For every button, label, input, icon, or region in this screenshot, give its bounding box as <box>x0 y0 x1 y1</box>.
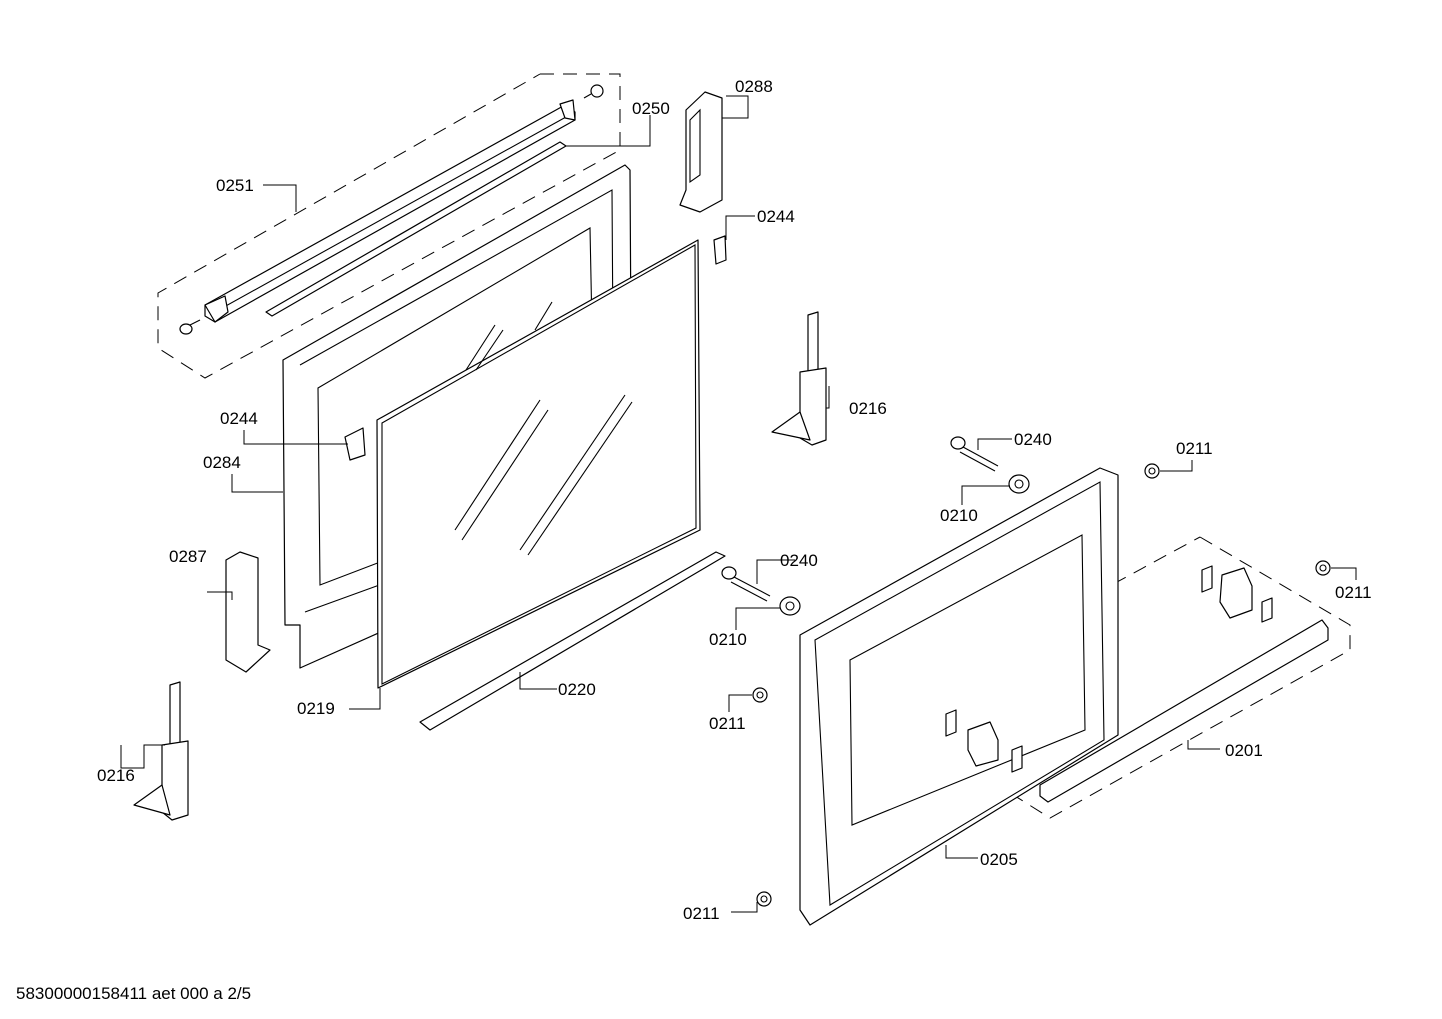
nut-2 <box>1315 560 1331 576</box>
screw-icon <box>179 319 201 335</box>
label-0284: 0284 <box>203 453 241 472</box>
label-0250: 0250 <box>632 99 670 118</box>
outer-door-frame <box>799 467 1119 926</box>
side-bracket-top <box>679 91 723 213</box>
dashed-assembly-outline-top <box>157 73 621 379</box>
nut-4 <box>756 891 772 907</box>
bottom-seal-strip <box>419 551 726 731</box>
label-0205: 0205 <box>980 850 1018 869</box>
label-0220: 0220 <box>558 680 596 699</box>
label-0219: 0219 <box>297 699 335 718</box>
screw-icon-top <box>583 84 604 99</box>
label-0251: 0251 <box>216 176 254 195</box>
spacer-lower <box>779 596 801 616</box>
label-0244-right: 0244 <box>757 207 795 226</box>
label-0211-top: 0211 <box>1176 439 1213 458</box>
label-0244-left: 0244 <box>220 409 258 428</box>
label-0240-upper: 0240 <box>1014 430 1052 449</box>
drawing-reference-footer: 58300000158411 aet 000 a 2/5 <box>16 984 251 1003</box>
label-0216-right: 0216 <box>849 399 887 418</box>
label-0210-upper: 0210 <box>940 506 978 525</box>
label-0288: 0288 <box>735 77 773 96</box>
glass-clip-left <box>344 427 366 461</box>
spacer-upper <box>1008 474 1030 494</box>
door-handle-bar <box>945 565 1329 803</box>
label-0201: 0201 <box>1225 741 1263 760</box>
label-0240-lower: 0240 <box>780 551 818 570</box>
top-trim-strip <box>204 99 576 323</box>
bolt-lower <box>721 566 771 602</box>
label-0216-left: 0216 <box>97 766 135 785</box>
label-0210-lower: 0210 <box>709 630 747 649</box>
label-0211-middle: 0211 <box>709 714 746 733</box>
hinge-left <box>133 681 189 821</box>
glass-clip-right <box>713 235 727 265</box>
bolt-upper <box>950 436 999 472</box>
hinge-right <box>771 311 827 446</box>
side-bracket-bottom <box>225 551 271 673</box>
nut-3 <box>752 687 768 703</box>
label-0211-right: 0211 <box>1335 583 1372 602</box>
label-0211-bottom: 0211 <box>683 904 720 923</box>
label-0287: 0287 <box>169 547 207 566</box>
leader-lines <box>120 95 1357 913</box>
door-glass-pane <box>376 239 701 689</box>
nut-1 <box>1144 463 1160 479</box>
